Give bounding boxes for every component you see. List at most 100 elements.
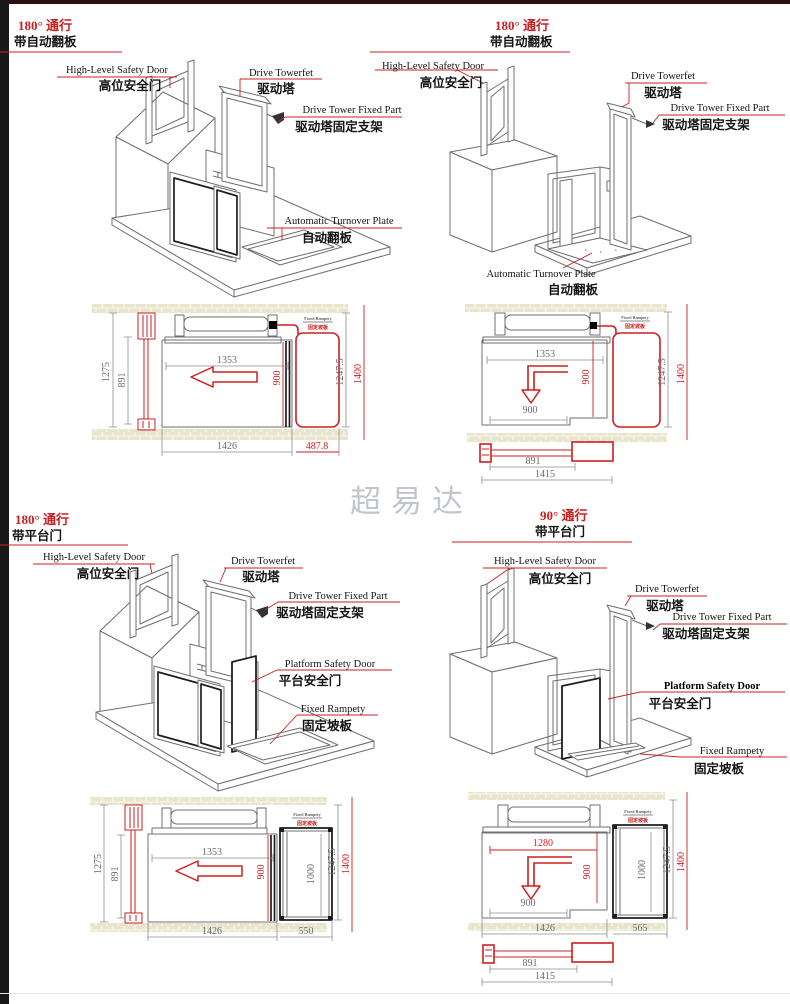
dim-door-total: 1415 [535, 469, 555, 480]
direction-arrow [175, 860, 243, 882]
dim-right-height: 1247.5 [327, 848, 338, 876]
label-fixed-part-en: Drive Tower Fixed Part [302, 105, 401, 116]
platform-safety-door [231, 655, 257, 753]
label-platform-door-cn: 平台安全门 [649, 696, 712, 711]
label-fixed-part-en: Drive Tower Fixed Part [672, 612, 771, 623]
plan-view: 1275 891 1353 900 F [92, 304, 365, 456]
label-turnover-cn: 自动翻板 [302, 230, 353, 245]
dim-gate-width: 900 [521, 898, 536, 909]
drive-tower [218, 85, 272, 105]
iso-drawing [95, 553, 375, 792]
leader-lines [57, 76, 402, 240]
wall-band-bottom [90, 923, 327, 932]
label-turnover-en: Automatic Turnover Plate [486, 269, 595, 280]
iso-drawing [111, 59, 391, 298]
fixed-ramp-plan [612, 332, 661, 428]
platform-plan [481, 831, 608, 919]
wall-band-top [468, 792, 665, 800]
part-labels: High-Level Safety Door 高位安全门 Drive Tower… [43, 552, 388, 733]
dim-platform-width: 1353 [535, 349, 555, 360]
high-level-door [480, 81, 488, 157]
label-high-door-cn: 高位安全门 [77, 566, 140, 581]
label-high-door-en: High-Level Safety Door [382, 61, 485, 72]
platform-door-plan: 1000 [612, 824, 668, 919]
door-note-cn: 固定坡板 [628, 817, 649, 824]
left-border [0, 0, 9, 1004]
fixed-ramp [226, 727, 339, 765]
label-platform-door-en: Platform Safety Door [285, 659, 376, 670]
wall-band-top [92, 304, 348, 313]
section-title: 180° 通行 [495, 18, 549, 33]
label-ramp-en: Fixed Rampety [301, 704, 366, 715]
top-border [0, 0, 790, 4]
wall-band-top [465, 304, 667, 312]
label-ramp-en: Fixed Rampety [700, 746, 765, 757]
section-title: 90° 通行 [540, 508, 587, 523]
section-subtitle: 带自动翻板 [490, 34, 553, 49]
plan-view: 1275 891 1353 900 [90, 797, 353, 941]
dim-total-height: 1400 [676, 852, 687, 872]
section-subtitle: 带平台门 [12, 528, 62, 543]
label-turnover-cn: 自动翻板 [548, 282, 599, 297]
ramp-note-en: Fixed Rampety [304, 316, 332, 321]
drive-tower [202, 579, 256, 599]
label-fixed-part-cn: 驱动塔固定支架 [295, 119, 383, 134]
wall-band-bottom [467, 433, 667, 442]
dim-door-width: 565 [633, 923, 648, 934]
quadrant-180-turnover-left: 180° 通行 带自动翻板 [0, 18, 402, 456]
dim-platform-width: 1280 [533, 838, 553, 849]
label-fixed-part-cn: 驱动塔固定支架 [276, 605, 364, 620]
tower-bracket [256, 606, 268, 618]
dim-bottom-width: 1426 [535, 923, 555, 934]
lower-door-plan [479, 441, 614, 463]
section-title: 180° 通行 [18, 18, 72, 33]
label-platform-door-en: Platform Safety Door [664, 681, 761, 692]
dim-gate-width: 900 [523, 405, 538, 416]
dim-right-height: 1247.5 [662, 846, 673, 874]
dim-right-height: 1247.5 [657, 358, 668, 386]
high-door-plan [124, 804, 143, 924]
ramp-note-cn: 固定坡板 [625, 323, 646, 330]
label-tower-en: Drive Towerfet [231, 556, 295, 567]
iso-drawing [449, 567, 692, 778]
tower-bracket [646, 622, 655, 630]
dim-total-height: 1400 [353, 364, 364, 384]
label-ramp-cn: 固定坡板 [694, 761, 745, 776]
turn-arrow [527, 856, 572, 886]
door-note-en: Fixed Rampety [293, 812, 321, 817]
drive-tower [606, 604, 636, 620]
wall-band-bottom [468, 923, 665, 931]
platform-plan [481, 339, 608, 426]
label-fixed-part-en: Drive Tower Fixed Part [670, 103, 769, 114]
plan-view: 1353 900 900 Fixed Rampety 固定坡板 1247.5 1… [465, 304, 688, 484]
dim-door-width: 891 [526, 456, 541, 467]
dim-side-height: 1275 [101, 362, 112, 382]
part-labels: High-Level Safety Door 高位安全门 Drive Tower… [66, 65, 402, 245]
fixed-ramp-plan [295, 332, 340, 428]
label-ramp-cn: 固定坡板 [302, 718, 353, 733]
quadrant-180-turnover-right: 180° 通行 带自动翻板 [370, 18, 785, 484]
high-door-plan [137, 312, 156, 431]
leader-lines [483, 567, 787, 758]
dim-bottom-width: 1426 [202, 926, 222, 937]
dim-opening-width: 900 [581, 370, 592, 385]
dim-opening-width: 900 [256, 865, 267, 880]
dim-door-panel-height: 1000 [637, 860, 648, 880]
dim-door-height: 891 [110, 867, 121, 882]
dim-right-height: 1247.5 [335, 358, 346, 386]
platform-plan [161, 339, 293, 428]
label-platform-door-cn: 平台安全门 [279, 673, 342, 688]
label-fixed-part-cn: 驱动塔固定支架 [662, 626, 750, 641]
wall-band-bottom [92, 429, 348, 440]
dim-total-height: 1400 [676, 364, 687, 384]
part-labels: High-Level Safety Door 高位安全门 Drive Tower… [382, 61, 770, 297]
ramp-anchor-marker [590, 322, 597, 329]
ramp-leader [277, 324, 299, 334]
label-high-door-cn: 高位安全门 [99, 78, 162, 93]
leader-lines [375, 69, 785, 269]
dim-lower-door-total: 1415 [535, 971, 555, 982]
platform-safety-door [561, 677, 601, 760]
tower-bracket [646, 120, 655, 128]
platform-plan [147, 833, 278, 923]
quadrant-180-platform-door: 180° 通行 带平台门 [0, 512, 400, 941]
